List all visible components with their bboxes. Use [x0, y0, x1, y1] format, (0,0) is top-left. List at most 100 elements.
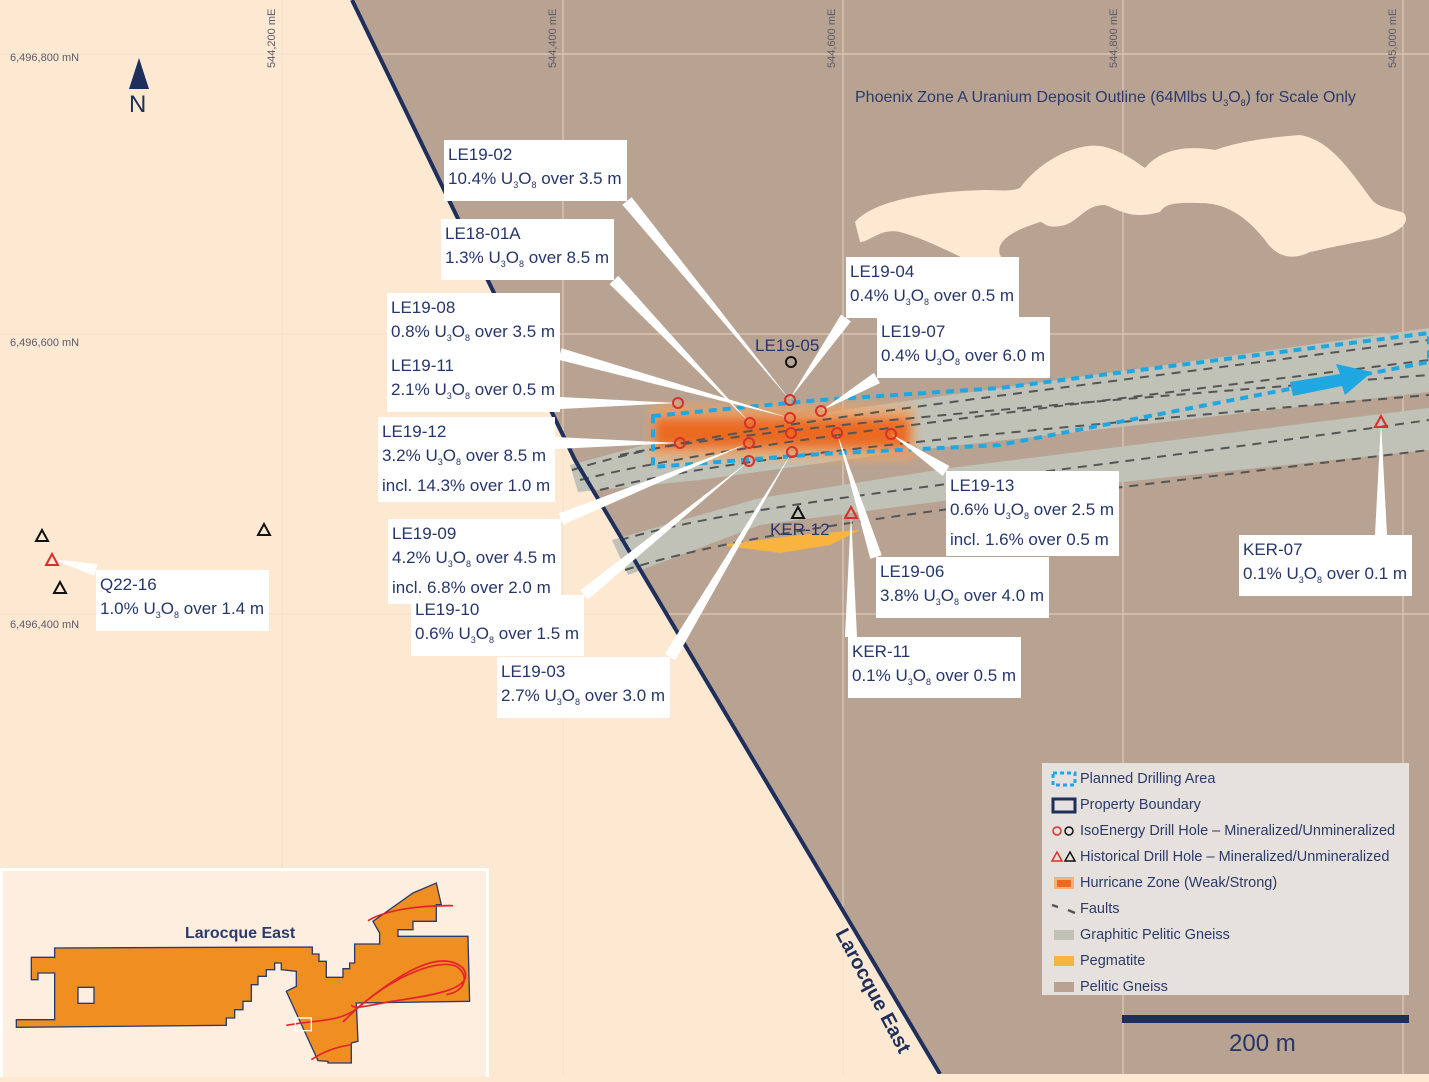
leader-line — [622, 197, 790, 400]
easting-label: 544,200 mE — [266, 8, 278, 68]
easting-label: 545,000 mE — [1387, 8, 1399, 68]
leader-line — [789, 314, 851, 400]
assay-result: 0.4% U3O8 over 0.5 m — [850, 286, 1015, 307]
planned-drilling-icon — [1050, 770, 1080, 788]
property-boundary — [350, 0, 942, 1074]
hole-id: LE19-02 — [448, 145, 513, 164]
pelitic-gneiss-swatch-icon — [1050, 978, 1080, 996]
historical-unmineralized-hole-icon — [256, 521, 272, 536]
hole-id: KER-07 — [1243, 540, 1303, 559]
north-label: N — [129, 91, 147, 118]
northing-label: 6,496,400 mN — [10, 619, 80, 631]
hole-id: LE19-12 — [382, 422, 447, 441]
legend-label: IsoEnergy Drill Hole – Mineralized/Unmin… — [1080, 823, 1396, 839]
northing-label: 6,496,600 mN — [10, 337, 80, 349]
legend-label: Faults — [1080, 901, 1120, 917]
assay-result: 4.2% U3O8 over 4.5 m — [392, 548, 557, 569]
hole-id: LE19-07 — [881, 322, 946, 341]
legend: Planned Drilling Area Property Boundary … — [1042, 763, 1409, 995]
mineralized-drill-hole-icon — [786, 446, 798, 458]
legend-label: Historical Drill Hole – Mineralized/Unmi… — [1080, 849, 1390, 865]
legend-item: Hurricane Zone (Weak/Strong) — [1050, 871, 1277, 895]
assay-result: 2.7% U3O8 over 3.0 m — [501, 686, 666, 707]
hole-id: KER-11 — [852, 642, 911, 661]
leader-line — [664, 452, 792, 661]
legend-item: IsoEnergy Drill Hole – Mineralized/Unmin… — [1050, 819, 1395, 843]
assay-result: 0.6% U3O8 over 2.5 m — [950, 500, 1115, 521]
assay-result: 0.1% U3O8 over 0.1 m — [1243, 564, 1408, 585]
hole-id: LE19-04 — [850, 262, 915, 281]
assay-result: 2.1% U3O8 over 0.5 m — [391, 380, 556, 401]
drill-label-ker-11: KER-11 0.1% U3O8 over 0.5 m — [848, 637, 1022, 698]
historical-mineralized-hole-icon — [44, 551, 60, 566]
hole-id: LE19-11 — [391, 356, 455, 375]
mineralized-drill-hole-icon — [885, 428, 897, 440]
inset-title: Larocque East — [185, 925, 296, 942]
easting-label: 544,800 mE — [1108, 8, 1120, 68]
mineralized-drill-hole-icon — [744, 417, 756, 429]
legend-label: Graphitic Pelitic Gneiss — [1080, 927, 1230, 943]
hole-id: LE19-06 — [880, 562, 945, 581]
leader-line — [52, 559, 98, 576]
assay-result: 0.8% U3O8 over 3.5 m — [391, 322, 556, 343]
historical-unmineralized-hole-icon — [34, 527, 50, 542]
drill-label-le19-08: LE19-08 0.8% U3O8 over 3.5 m — [387, 293, 561, 354]
easting-label: 544,400 mE — [547, 8, 559, 68]
phoenix-deposit-caption: Phoenix Zone A Uranium Deposit Outline (… — [855, 89, 1356, 108]
pegmatite-swatch-icon — [1050, 952, 1080, 970]
hole-id: LE19-03 — [501, 662, 566, 681]
property-boundary-icon — [1050, 796, 1080, 814]
hole-id: LE19-08 — [391, 298, 456, 317]
scale-label: 200 m — [1229, 1030, 1296, 1057]
drilling-direction-arrow — [1290, 364, 1372, 396]
scale-bar — [1122, 1015, 1409, 1023]
leader-line — [891, 434, 950, 476]
assay-result: 0.6% U3O8 over 1.5 m — [415, 624, 580, 645]
legend-label: Hurricane Zone (Weak/Strong) — [1080, 875, 1278, 891]
planned-drilling-area — [651, 330, 1429, 470]
pegmatite — [720, 530, 860, 553]
location-inset: Larocque East — [0, 868, 489, 1077]
legend-label: Planned Drilling Area — [1080, 771, 1216, 787]
faults — [571, 339, 1429, 571]
legend-item: Graphitic Pelitic Gneiss — [1050, 923, 1230, 947]
legend-item: Planned Drilling Area — [1050, 767, 1215, 791]
leader-line — [837, 433, 882, 559]
leader-lines — [52, 197, 1387, 661]
included-interval: incl. 14.3% over 1.0 m — [382, 476, 551, 495]
leader-line — [560, 397, 678, 409]
leader-line — [821, 372, 881, 411]
drill-hole-circles-icon — [1050, 822, 1080, 840]
leader-line — [558, 348, 790, 418]
north-arrow-icon — [129, 58, 149, 89]
mineralized-drill-hole-icon — [784, 412, 796, 424]
leader-line — [558, 443, 749, 525]
drill-label-le19-06: LE19-06 3.8% U3O8 over 4.0 m — [876, 557, 1050, 618]
leader-line — [845, 513, 857, 637]
mineralized-drill-hole-icon — [743, 437, 755, 449]
caption-text: Phoenix Zone A Uranium Deposit Outline (… — [855, 89, 1224, 106]
mineralized-drill-hole-icon — [674, 437, 686, 449]
drill-label-le19-04: LE19-04 0.4% U3O8 over 0.5 m — [846, 257, 1020, 318]
legend-label: Pegmatite — [1080, 953, 1146, 969]
assay-result: 0.1% U3O8 over 0.5 m — [852, 666, 1017, 687]
caption-sub: 8 — [1240, 98, 1246, 108]
hurricane-zone-icon — [1050, 874, 1080, 892]
mineralized-drill-hole-icon — [672, 397, 684, 409]
assay-result: 0.4% U3O8 over 6.0 m — [881, 346, 1046, 367]
assay-result: 1.3% U3O8 over 8.5 m — [445, 248, 610, 269]
drill-holes — [34, 356, 1389, 594]
legend-item: Historical Drill Hole – Mineralized/Unmi… — [1050, 845, 1389, 869]
fault-line-icon — [1050, 900, 1080, 918]
assay-result: 3.8% U3O8 over 4.0 m — [880, 586, 1045, 607]
leader-line — [1375, 422, 1387, 535]
hole-id: LE19-13 — [950, 476, 1015, 495]
drill-label-ker-07: KER-07 0.1% U3O8 over 0.1 m — [1239, 535, 1413, 596]
